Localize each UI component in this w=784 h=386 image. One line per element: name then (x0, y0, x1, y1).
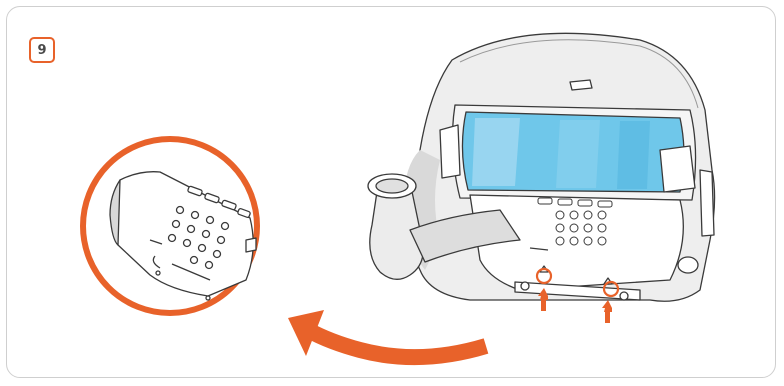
release-point-left-marker (535, 267, 553, 285)
step-number-badge: 9 (29, 37, 55, 63)
up-arrow-icon (602, 300, 612, 312)
detail-zoom-circle (80, 136, 260, 316)
curved-arrow-left-icon (288, 310, 489, 366)
up-arrows (538, 288, 612, 323)
up-arrow-icon (538, 288, 548, 300)
release-point-right-marker (602, 280, 620, 298)
welding-helmet (367, 32, 716, 302)
release-point-markers (535, 267, 620, 298)
